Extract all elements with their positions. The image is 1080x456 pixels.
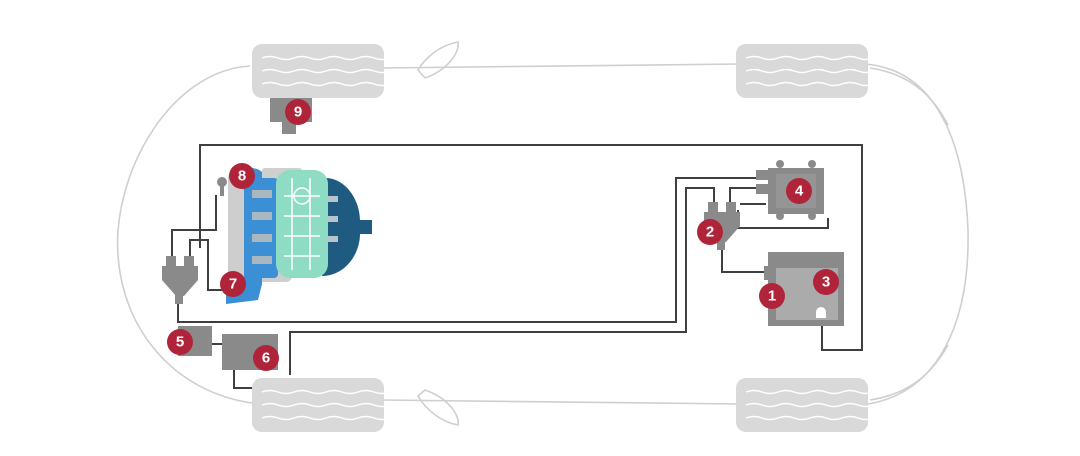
svg-text:2: 2 xyxy=(706,224,714,241)
badge-9: 9 xyxy=(285,99,311,125)
tire-front-bottom xyxy=(252,378,391,432)
badge-7: 7 xyxy=(220,271,246,297)
svg-text:1: 1 xyxy=(768,288,776,305)
svg-text:6: 6 xyxy=(262,350,270,367)
svg-text:7: 7 xyxy=(229,276,237,293)
car-body-outline xyxy=(116,41,969,426)
valve-left-component xyxy=(162,256,198,304)
svg-text:8: 8 xyxy=(238,168,246,185)
fuel-lines xyxy=(171,144,863,389)
badge-3: 3 xyxy=(813,269,839,295)
badge-2: 2 xyxy=(697,219,723,245)
badge-1: 1 xyxy=(759,283,785,309)
tire-rear-bottom xyxy=(736,378,875,432)
badge-8: 8 xyxy=(229,163,255,189)
badge-5: 5 xyxy=(167,329,193,355)
badge-6: 6 xyxy=(253,345,279,371)
svg-text:4: 4 xyxy=(795,183,804,200)
svg-text:5: 5 xyxy=(176,334,184,351)
engine-icon xyxy=(217,167,372,304)
svg-text:9: 9 xyxy=(294,104,302,121)
svg-text:3: 3 xyxy=(822,274,830,291)
tire-front-top xyxy=(252,44,391,98)
tire-rear-top xyxy=(736,44,875,98)
badge-4: 4 xyxy=(786,178,812,204)
